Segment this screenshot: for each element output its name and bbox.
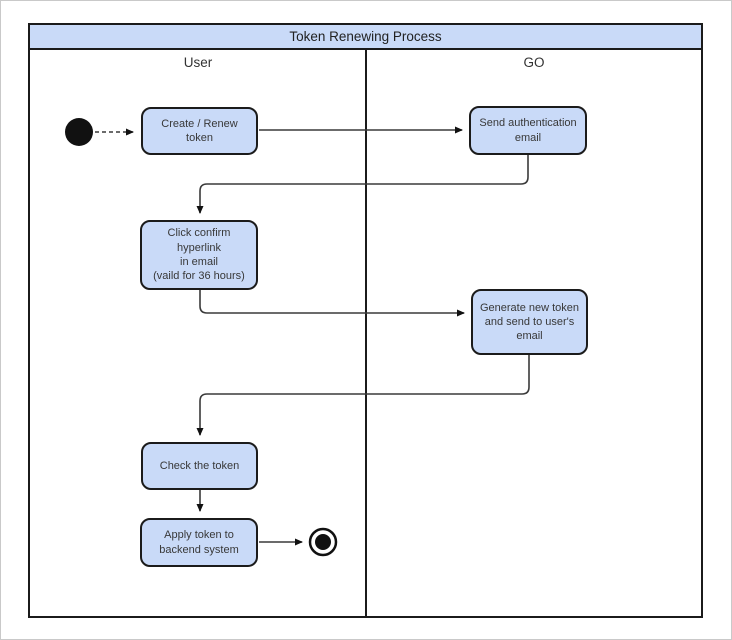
activity-send-authentication-email: Send authentication email [469, 106, 587, 155]
activity-click-confirm-hyperlink: Click confirm hyperlink in email (vaild … [140, 220, 258, 290]
lane-header-go: GO [523, 54, 545, 70]
activity-label: Click confirm hyperlink in email (vaild … [153, 227, 245, 283]
pool-title: Token Renewing Process [30, 25, 701, 50]
activity-generate-new-token: Generate new token and send to user's em… [471, 289, 588, 355]
activity-apply-token-backend: Apply token to backend system [140, 518, 258, 567]
edge-generate-to-check [196, 355, 530, 436]
activity-label: Check the token [159, 459, 240, 472]
edge-clickconfirm-to-generate [199, 290, 465, 317]
lane-header-user: User [183, 54, 213, 70]
edge-sendauth-to-clickconfirm [196, 155, 529, 214]
swimlane-pool: Token Renewing Process User GO [28, 23, 703, 618]
activity-label: Generate new token and send to user's em… [479, 301, 580, 343]
activity-label: Apply token to backend system [159, 529, 239, 556]
activity-label: Create / Renew token [161, 117, 238, 144]
activity-label: Send authentication email [479, 117, 577, 144]
activity-create-renew-token: Create / Renew token [141, 107, 258, 155]
activity-check-the-token: Check the token [141, 442, 258, 490]
lane-divider [365, 50, 367, 616]
end-node [308, 527, 338, 557]
start-node [65, 118, 93, 146]
